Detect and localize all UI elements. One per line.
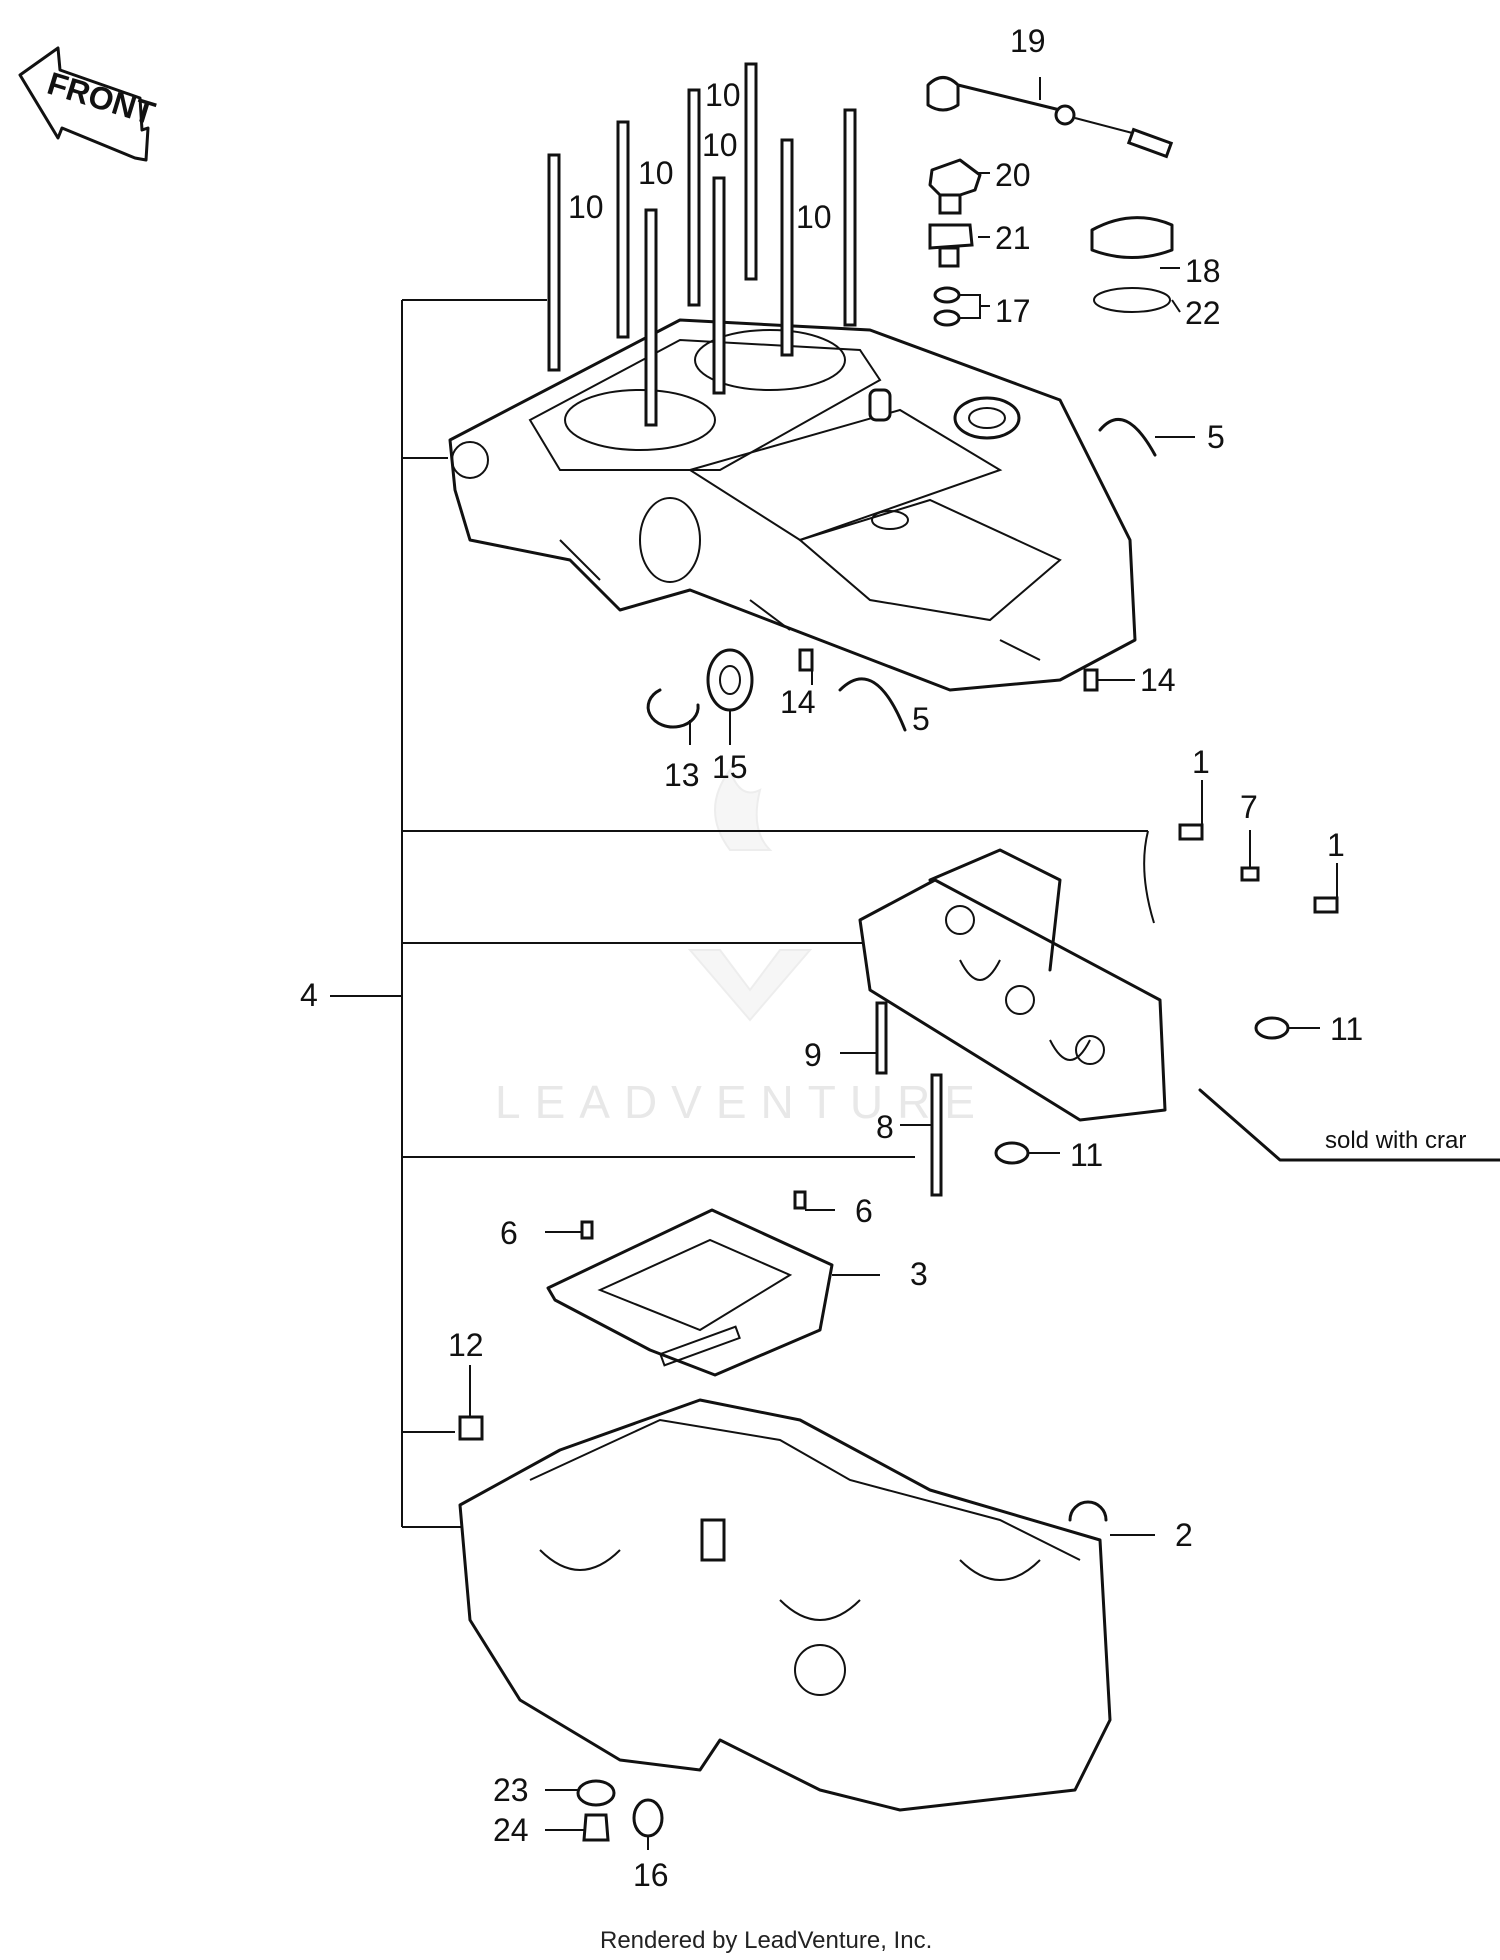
leader-lines: [469, 77, 1338, 1850]
callout-11-a: 11: [1330, 1011, 1363, 1047]
callout-10-d: 10: [705, 77, 741, 113]
baffle-plate: [546, 1208, 834, 1377]
callout-23: 23: [493, 1772, 529, 1808]
callout-24: 24: [493, 1812, 529, 1848]
callout-7: 7: [1240, 789, 1258, 825]
callout-labels: 19 20 21 17 18 22 10 10 10 10 10 5 5 14 …: [300, 23, 1363, 1893]
watermark-logo: [687, 767, 813, 1022]
callout-12: 12: [448, 1327, 484, 1363]
front-label: FRONT: [43, 65, 159, 132]
watermark-text: LEADVENTURE: [495, 1076, 989, 1128]
bearing-holder: [858, 848, 1500, 1162]
callout-6-a: 6: [500, 1215, 518, 1251]
callout-1-a: 1: [1192, 744, 1210, 780]
callout-5-b: 5: [912, 701, 930, 737]
grouping-bracket: [401, 299, 1155, 1528]
front-arrow-badge: FRONT: [18, 46, 160, 162]
callout-10-c: 10: [702, 127, 738, 163]
bearing-and-small-parts: [646, 418, 1157, 732]
callout-17: 17: [995, 293, 1031, 329]
callout-8: 8: [876, 1109, 894, 1145]
bolts: [458, 823, 1339, 1441]
oil-pressure-switch-parts: [926, 76, 1174, 327]
callout-22: 22: [1185, 295, 1221, 331]
callout-20: 20: [995, 157, 1031, 193]
callout-21: 21: [995, 220, 1031, 256]
callout-9: 9: [804, 1037, 822, 1073]
lower-crankcase: [458, 1398, 1112, 1842]
seals: [994, 1016, 1290, 1165]
callout-10-b: 10: [638, 155, 674, 191]
callout-5-a: 5: [1207, 419, 1225, 455]
callout-6-b: 6: [855, 1193, 873, 1229]
callout-15: 15: [712, 749, 748, 785]
callout-4: 4: [300, 977, 318, 1013]
callout-19: 19: [1010, 23, 1046, 59]
callout-14-a: 14: [1140, 662, 1176, 698]
upper-crankcase: [448, 318, 1137, 692]
callout-2: 2: [1175, 1517, 1193, 1553]
callout-3: 3: [910, 1256, 928, 1292]
cylinder-studs: [547, 62, 857, 427]
callout-10-a: 10: [568, 189, 604, 225]
callout-18: 18: [1185, 253, 1221, 289]
sold-with-note: sold with crar: [1325, 1127, 1466, 1154]
callout-1-b: 1: [1327, 827, 1345, 863]
callout-14-b: 14: [780, 684, 816, 720]
callout-11-b: 11: [1070, 1137, 1103, 1173]
callout-13: 13: [664, 757, 700, 793]
footer-credit: Rendered by LeadVenture, Inc.: [600, 1927, 932, 1954]
callout-10-e: 10: [796, 199, 832, 235]
callout-16: 16: [633, 1857, 669, 1893]
